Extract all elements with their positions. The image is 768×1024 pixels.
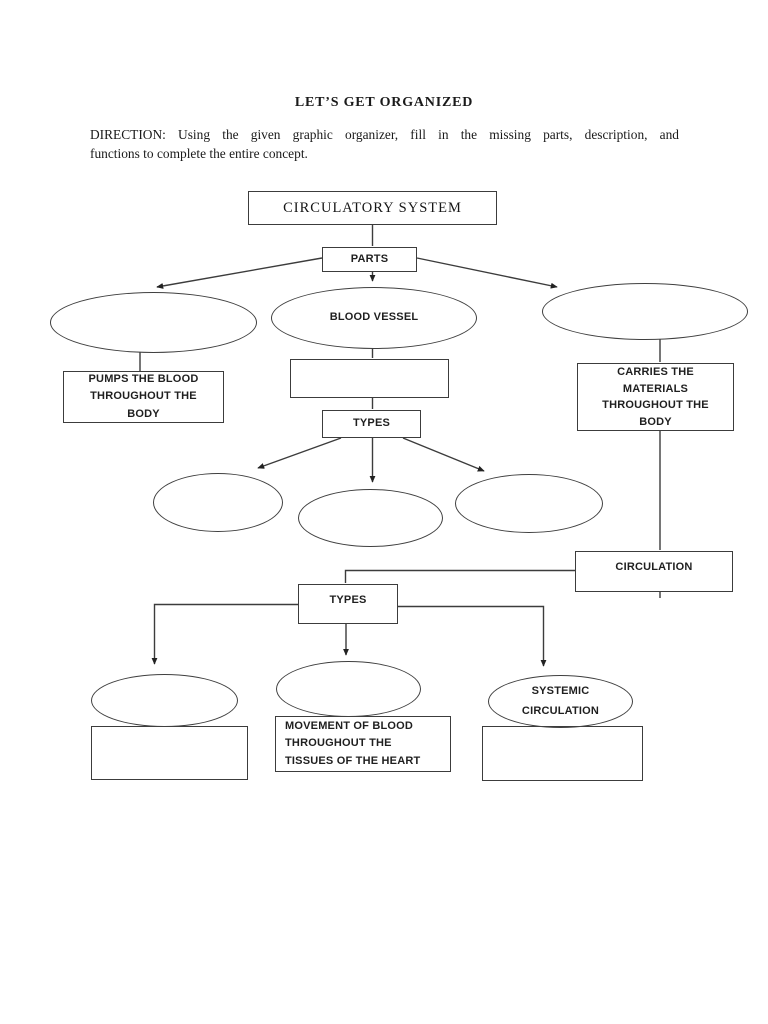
page-title: LET’S GET ORGANIZED — [294, 95, 474, 110]
types-upper-box: TYPES — [322, 410, 421, 438]
direction-paragraph: DIRECTION: Using the given graphic organ… — [90, 126, 679, 163]
blank-heart-oval — [50, 292, 257, 353]
blank-vessel-type-oval-1 — [153, 473, 283, 532]
blank-vessel-type-oval-3 — [455, 474, 603, 533]
blank-bottom-right-box — [482, 726, 643, 781]
parts-box: PARTS — [322, 247, 417, 272]
blood-vessel-oval: BLOOD VESSEL — [271, 287, 477, 349]
direction-line-2: functions to complete the entire concept… — [90, 145, 308, 161]
circulatory-system-box: CIRCULATORY SYSTEM — [248, 191, 497, 225]
blank-vessel-type-oval-2 — [298, 489, 443, 547]
circulation-box: CIRCULATION — [575, 551, 733, 592]
types-lower-box: TYPES — [298, 584, 398, 624]
blank-vessel-description-box — [290, 359, 449, 398]
direction-line-1: DIRECTION: Using the given graphic organ… — [90, 127, 679, 142]
blank-blood-oval — [542, 283, 748, 340]
blank-circulation-type-oval-left — [91, 674, 238, 727]
blank-circulation-type-oval-middle — [276, 661, 421, 717]
blank-bottom-left-box — [91, 726, 248, 780]
